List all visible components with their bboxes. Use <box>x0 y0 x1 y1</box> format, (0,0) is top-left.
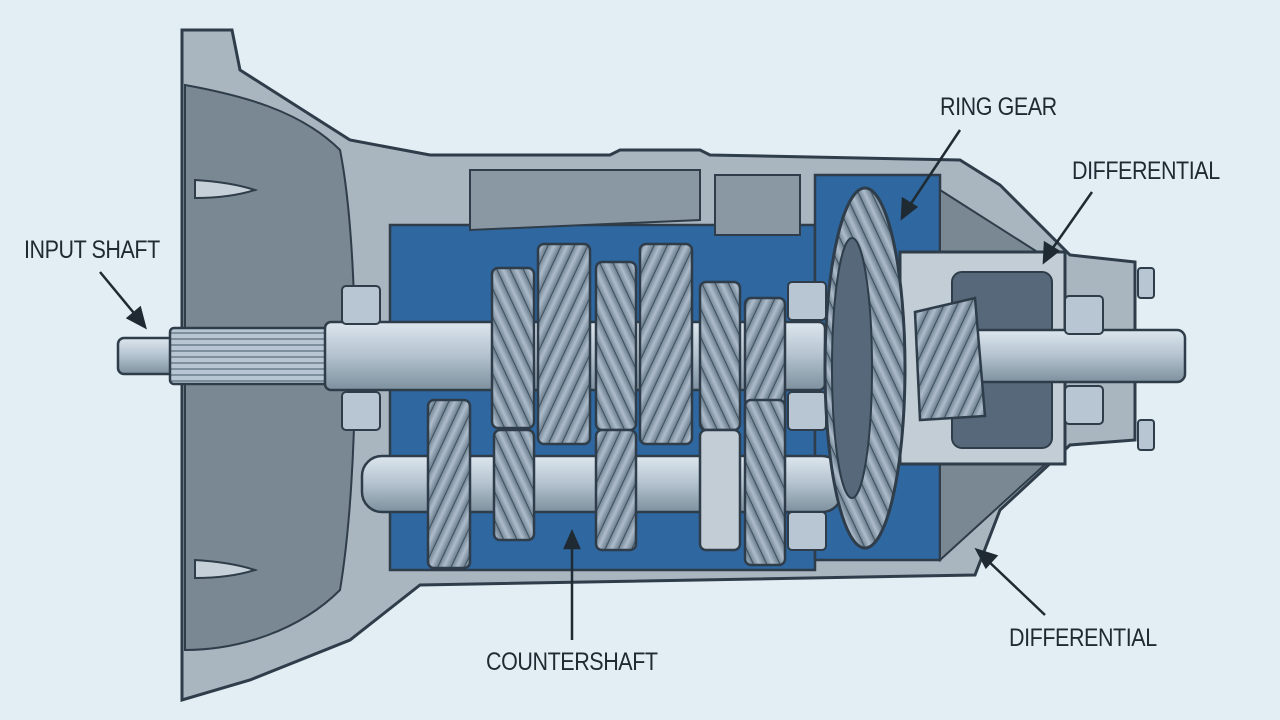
bearings <box>341 281 1104 551</box>
ring-gear <box>823 186 907 550</box>
main-gears <box>490 242 787 446</box>
ring-gear-label: RING GEAR <box>940 93 1057 121</box>
input-shaft-label: INPUT SHAFT <box>24 236 160 264</box>
countershaft-label: COUNTERSHAFT <box>486 648 658 676</box>
output-shaft <box>958 328 1187 384</box>
pinion-gear <box>913 296 987 422</box>
differential-label-lower: DIFFERENTIAL <box>1009 624 1157 652</box>
differential-label-upper: DIFFERENTIAL <box>1072 157 1220 185</box>
housing-bolts <box>1137 267 1155 451</box>
leader-arrows <box>99 129 1094 640</box>
countershaft-gears <box>426 398 787 570</box>
